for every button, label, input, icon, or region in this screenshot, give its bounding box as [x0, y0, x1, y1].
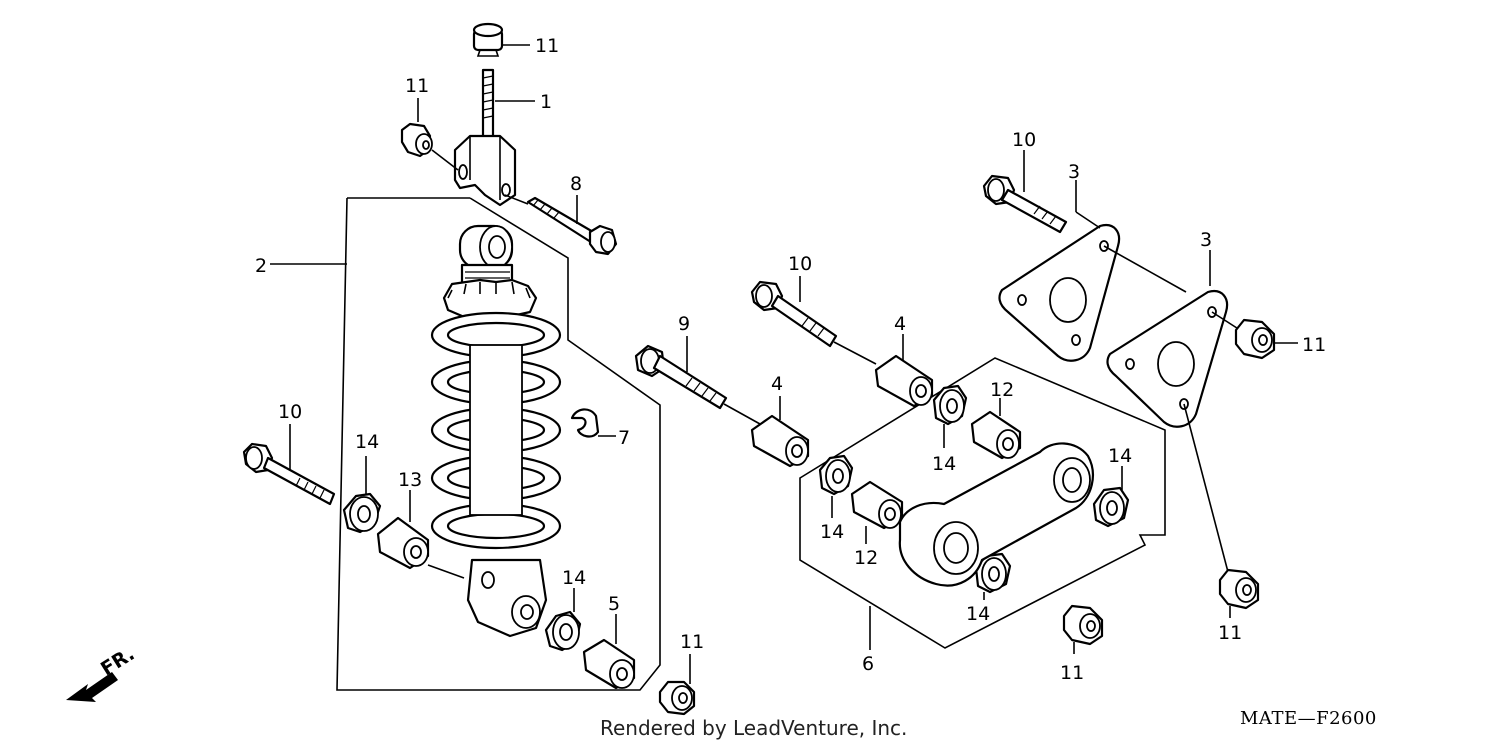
- label-2: 2: [255, 255, 267, 277]
- dust-seal-14-arm-right[interactable]: [1092, 486, 1130, 528]
- drawing-code: MATE—F2600: [1240, 708, 1377, 729]
- front-direction-arrow: FR.: [66, 643, 138, 702]
- label-4-lower: 4: [771, 373, 783, 395]
- collar-4-lower[interactable]: [750, 414, 810, 468]
- label-14-left: 14: [355, 431, 379, 453]
- label-3-front: 3: [1068, 161, 1080, 183]
- label-11-lower-right: 11: [1218, 622, 1242, 644]
- label-12-upper: 12: [990, 379, 1014, 401]
- group-frame-shock: [336, 197, 661, 691]
- collar-12-lower[interactable]: [850, 480, 904, 530]
- label-11-upper-left: 11: [405, 75, 429, 97]
- label-13: 13: [398, 469, 422, 491]
- label-14-arm-right: 14: [1108, 445, 1132, 467]
- label-11-top: 11: [535, 35, 559, 57]
- collar-12-upper[interactable]: [970, 410, 1022, 460]
- upper-mount-bracket[interactable]: [453, 68, 517, 207]
- collar-13[interactable]: [376, 516, 430, 570]
- label-14-arm-top: 14: [932, 453, 956, 475]
- flange-nut-center-bottom[interactable]: [1062, 604, 1104, 646]
- link-plate-3-rear[interactable]: [1106, 290, 1229, 428]
- flange-nut-lower-right[interactable]: [1218, 568, 1260, 610]
- dust-seal-14-arm-top[interactable]: [932, 384, 968, 426]
- label-6: 6: [862, 653, 874, 675]
- label-11-right: 11: [1302, 334, 1326, 356]
- bolt-10-middle[interactable]: [750, 280, 838, 348]
- dust-seal-14-left[interactable]: [342, 492, 382, 534]
- collar-5[interactable]: [582, 638, 636, 690]
- front-label: FR.: [97, 643, 138, 680]
- flange-nut-upper-left[interactable]: [400, 122, 433, 158]
- link-plate-3-front[interactable]: [998, 224, 1121, 362]
- label-5: 5: [608, 593, 620, 615]
- label-12-lower: 12: [854, 547, 878, 569]
- dust-seal-14-arm-left[interactable]: [818, 454, 854, 496]
- cushion-arm[interactable]: [898, 442, 1094, 587]
- label-7: 7: [618, 427, 630, 449]
- flange-nut-bottom[interactable]: [658, 680, 696, 716]
- flange-nut-top[interactable]: [472, 22, 504, 57]
- bolt-9[interactable]: [634, 344, 728, 410]
- bolt-8[interactable]: [526, 196, 618, 256]
- label-4-upper: 4: [894, 313, 906, 335]
- render-credit: Rendered by LeadVenture, Inc.: [600, 716, 908, 740]
- label-8: 8: [570, 173, 582, 195]
- bolt-10-right[interactable]: [982, 174, 1068, 234]
- label-10-right: 10: [1012, 129, 1036, 151]
- label-11-bottom: 11: [680, 631, 704, 653]
- flange-nut-right[interactable]: [1234, 318, 1276, 360]
- dust-seal-14-lower[interactable]: [544, 610, 582, 652]
- label-14-lower: 14: [562, 567, 586, 589]
- label-3-rear: 3: [1200, 229, 1212, 251]
- label-11-center-bottom: 11: [1060, 662, 1084, 684]
- shock-absorber[interactable]: [430, 224, 562, 638]
- spring-clip[interactable]: [570, 408, 600, 438]
- collar-4-upper[interactable]: [874, 354, 934, 408]
- bolt-10-left[interactable]: [242, 442, 336, 506]
- label-10-left: 10: [278, 401, 302, 423]
- label-14-arm-bottom: 14: [966, 603, 990, 625]
- label-14-arm-left: 14: [820, 521, 844, 543]
- group-frame-arm: [799, 357, 1166, 649]
- label-9: 9: [678, 313, 690, 335]
- dust-seal-14-arm-bottom[interactable]: [974, 552, 1012, 594]
- label-1: 1: [540, 91, 552, 113]
- label-10-middle: 10: [788, 253, 812, 275]
